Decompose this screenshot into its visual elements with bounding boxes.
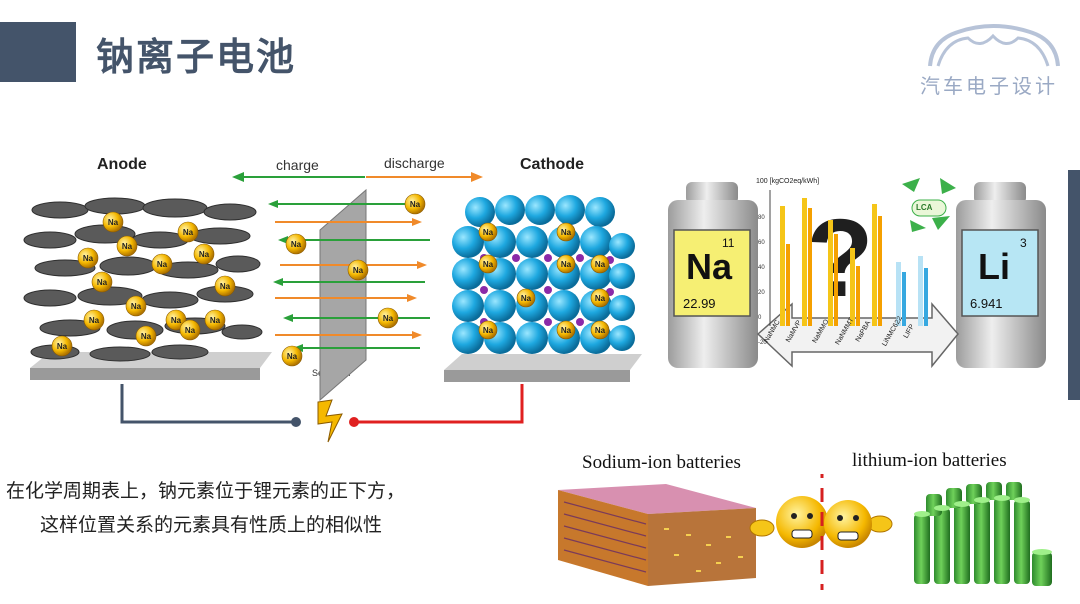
title-accent-bar [0, 22, 76, 82]
na-li-comparison-graphic: ? [668, 178, 1046, 369]
svg-text:Na: Na [183, 228, 194, 237]
li-atomic-number: 3 [1020, 236, 1027, 250]
li-symbol: Li [978, 246, 1010, 287]
na-symbol: Na [686, 246, 733, 287]
page-title: 钠离子电池 [96, 35, 297, 79]
logo-text: 汽车电子设计 [920, 74, 1058, 98]
ytick: 80 [758, 215, 765, 221]
na-atomic-number: 11 [722, 236, 735, 250]
lca-label: LCA [916, 203, 933, 212]
car-logo-icon [928, 24, 1060, 67]
svg-text:Na: Na [171, 316, 182, 325]
charge-label: charge [276, 157, 319, 173]
svg-text:Na: Na [108, 218, 119, 227]
svg-text:Na: Na [57, 342, 68, 351]
anode-label: Anode [97, 156, 147, 173]
svg-text:Na: Na [131, 302, 142, 311]
svg-text:Na: Na [157, 260, 168, 269]
svg-text:Na: Na [122, 242, 133, 251]
ytick: -20 [758, 340, 767, 346]
svg-text:Na: Na [291, 240, 302, 249]
svg-text:Na: Na [97, 278, 108, 287]
body-text-line-2: 这样位置关系的元素具有性质上的相似性 [40, 514, 383, 536]
discharge-label: discharge [384, 155, 445, 171]
svg-text:?: ? [806, 197, 873, 320]
svg-text:Na: Na [595, 260, 606, 269]
ytick: 0 [758, 315, 762, 321]
svg-text:Na: Na [595, 326, 606, 335]
side-accent-tab [1068, 170, 1080, 400]
svg-text:Na: Na [561, 326, 572, 335]
chart-ylabel: 100 [kgCO2eq/kWh] [756, 178, 820, 185]
lithium-battery-title: lithium-ion batteries [852, 450, 1007, 471]
svg-text:Na: Na [521, 294, 532, 303]
svg-text:Na: Na [383, 314, 394, 323]
cathode-label: Cathode [520, 156, 584, 173]
ytick: 40 [758, 265, 765, 271]
svg-text:Na: Na [483, 260, 494, 269]
svg-text:Na: Na [483, 326, 494, 335]
sodium-battery-title: Sodium-ion batteries [582, 452, 741, 473]
svg-text:Na: Na [353, 266, 364, 275]
chart-yticks: 80 60 40 20 0 -20 [758, 206, 767, 356]
svg-text:Na: Na [561, 228, 572, 237]
svg-text:Na: Na [83, 254, 94, 263]
svg-text:Na: Na [595, 294, 606, 303]
svg-text:Na: Na [199, 250, 210, 259]
svg-text:Na: Na [141, 332, 152, 341]
ytick: 20 [758, 290, 765, 296]
svg-text:Na: Na [410, 200, 421, 209]
svg-text:Na: Na [185, 326, 196, 335]
battery-comparison-illustration [558, 474, 1052, 590]
svg-text:Na: Na [220, 282, 231, 291]
svg-text:Na: Na [89, 316, 100, 325]
svg-text:Na: Na [483, 228, 494, 237]
li-atomic-mass: 6.941 [970, 296, 1003, 311]
svg-text:Na: Na [287, 352, 298, 361]
na-atomic-mass: 22.99 [683, 296, 716, 311]
svg-text:Na: Na [210, 316, 221, 325]
body-text-line-1: 在化学周期表上，钠元素位于锂元素的正下方， [6, 480, 406, 502]
svg-text:Na: Na [561, 260, 572, 269]
ytick: 60 [758, 240, 765, 246]
